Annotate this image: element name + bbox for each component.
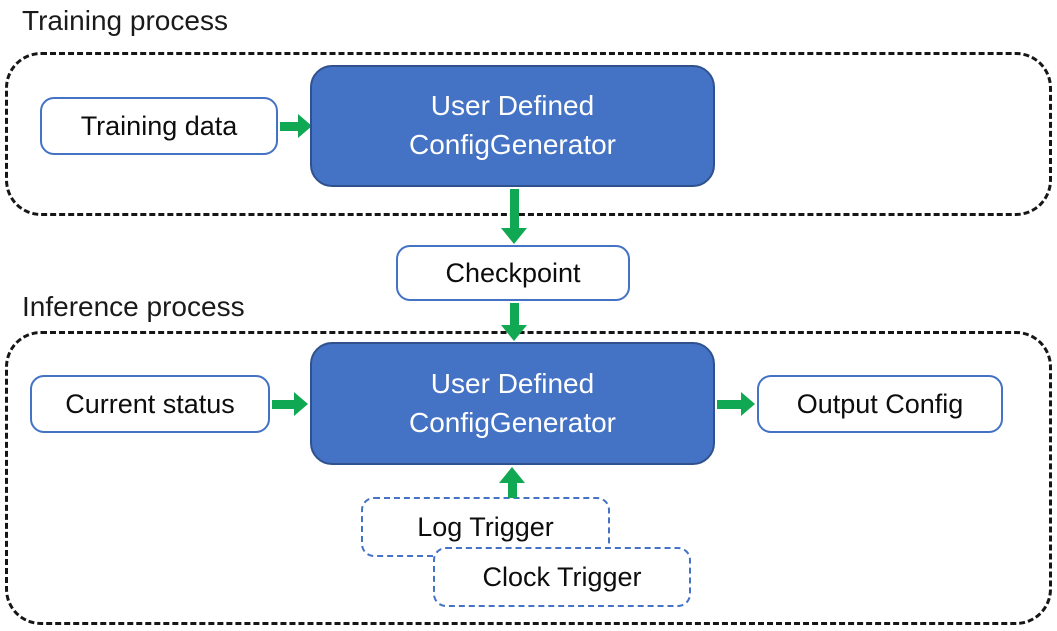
training-data-box: Training data [40,97,278,155]
checkpoint-box: Checkpoint [396,245,630,301]
training-generator-line1: User Defined [430,90,595,122]
clock-trigger-box: Clock Trigger [433,547,691,607]
arrow-right-training-data-to-generator [280,114,312,138]
training-process-container [5,52,1052,216]
arrow-shaft [280,121,299,131]
training-generator-line2: ConfigGenerator [408,129,616,160]
arrow-shaft [717,399,742,409]
arrow-up-triggers-to-generator [499,467,525,498]
arrow-shaft [509,303,519,326]
inference-process-container [5,331,1052,625]
inference-generator-box: User Defined ConfigGenerator [310,342,715,465]
arrow-right-generator-to-output-config [717,392,755,416]
arrow-head-icon [501,325,527,341]
output-config-box: Output Config [757,375,1003,433]
arrow-head-icon [294,392,308,416]
arrow-shaft [509,189,519,229]
arrow-head-icon [499,467,525,483]
arrow-down-generator-to-checkpoint [501,189,527,244]
inference-generator-line1: User Defined [430,367,595,399]
inference-process-label: Inference process [22,291,245,322]
arrow-shaft [272,399,295,409]
arrow-down-checkpoint-to-inference-generator [501,303,527,341]
arrow-head-icon [298,114,312,138]
arrow-head-icon [501,228,527,244]
training-process-label: Training process [22,5,228,36]
inference-generator-line2: ConfigGenerator [408,406,616,438]
training-generator-box: User Defined ConfigGenerator [310,65,715,187]
arrow-right-current-status-to-generator [272,392,308,416]
arrow-shaft [507,482,517,498]
current-status-box: Current status [30,375,270,433]
arrow-head-icon [741,392,755,416]
